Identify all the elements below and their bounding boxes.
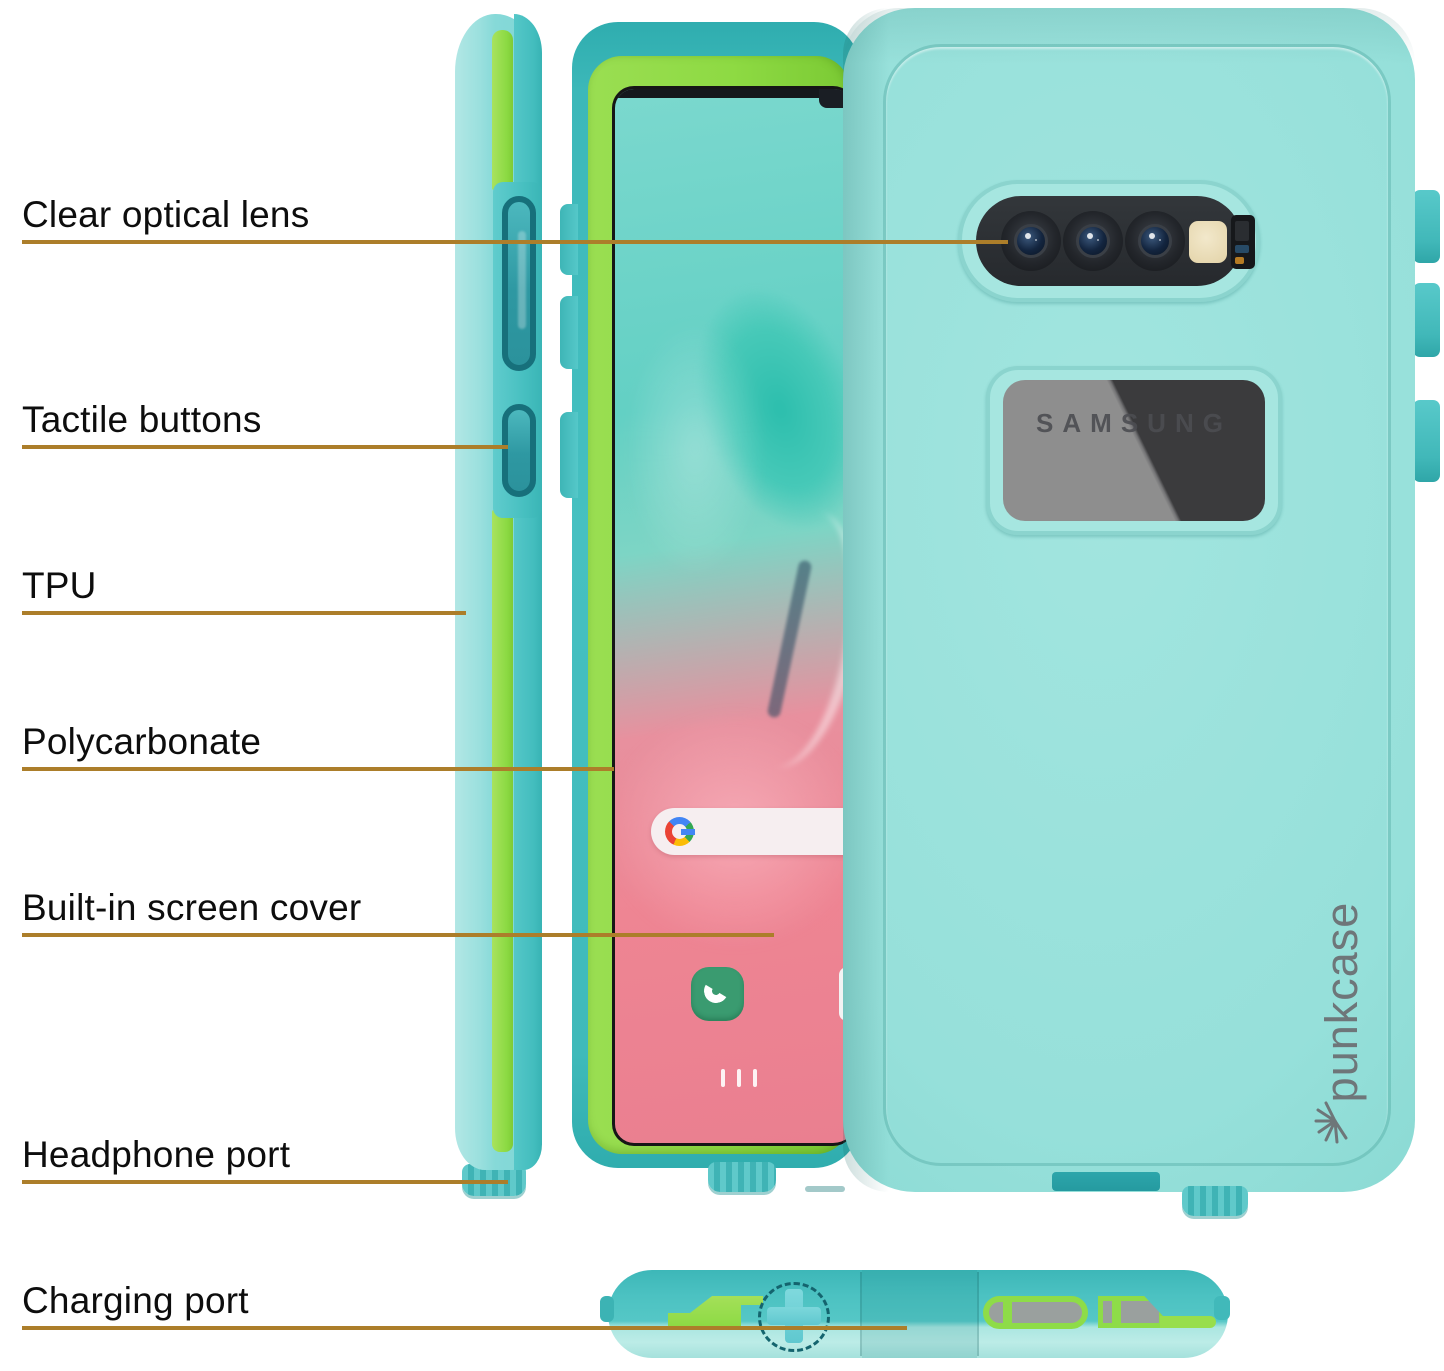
- back-headphone-plug: [1182, 1186, 1248, 1216]
- bottom-left-nub: [600, 1296, 614, 1322]
- camera-lens-1: [1001, 211, 1061, 271]
- case-front-view: [560, 22, 860, 1192]
- feature-label-tpu: TPU: [22, 565, 97, 606]
- camera-flash: [1189, 215, 1255, 269]
- logo-window-glass: SAMSUNG: [1003, 380, 1265, 521]
- recents-bars-icon: [721, 1069, 757, 1087]
- front-volume-up-tab: [560, 204, 578, 275]
- volume-button: [502, 196, 536, 371]
- front-bottom-seam: [805, 1186, 845, 1192]
- feature-label-headphone-port: Headphone port: [22, 1134, 291, 1175]
- feature-label-built-in-screen-cover: Built-in screen cover: [22, 887, 362, 928]
- screw-dashed-circle: [758, 1282, 830, 1352]
- case-side-view: [455, 14, 542, 1170]
- camera-lens-2: [1063, 211, 1123, 271]
- back-bottom-tab: [1052, 1172, 1160, 1191]
- bottom-seam-1: [860, 1272, 862, 1356]
- wallpaper-highlight: [625, 319, 765, 579]
- phone-app-icon: [691, 967, 744, 1021]
- camera-bezel: [958, 180, 1260, 302]
- sunburst-icon: [1314, 1101, 1348, 1144]
- front-volume-down-tab: [560, 296, 578, 369]
- front-power-tab: [560, 412, 578, 498]
- leader-line-charging-port: [22, 1326, 907, 1330]
- case-bottom-view: [600, 1270, 1230, 1358]
- samsung-logo-text: SAMSUNG: [1036, 408, 1232, 438]
- leader-line-polycarbonate: [22, 767, 614, 771]
- power-button: [502, 404, 536, 497]
- camera-lens-window: [976, 196, 1255, 286]
- side-lime-stripe-top: [492, 30, 513, 190]
- leader-line-headphone-port: [22, 1180, 508, 1184]
- feature-label-charging-port: Charging port: [22, 1280, 249, 1321]
- leader-line-tactile-buttons: [22, 445, 508, 449]
- feature-label-polycarbonate: Polycarbonate: [22, 721, 262, 762]
- google-g-icon: [665, 817, 695, 846]
- leader-line-tpu: [22, 611, 466, 615]
- back-side-button-3: [1413, 400, 1440, 482]
- bottom-seam-2: [977, 1272, 979, 1356]
- bottom-lime-wedge: [668, 1296, 763, 1328]
- front-charging-plug: [708, 1162, 776, 1192]
- phone-screen: [612, 86, 855, 1146]
- bottom-right-nub: [1214, 1296, 1230, 1320]
- back-inset-groove: [883, 44, 1391, 1166]
- logo-window-bezel: SAMSUNG: [986, 366, 1282, 535]
- bottom-middle-section: [862, 1270, 977, 1358]
- leader-line-clear-optical-lens: [22, 240, 1008, 244]
- speaker-grille: [983, 1296, 1088, 1329]
- bottom-lime-stripe: [1160, 1316, 1216, 1328]
- screw-cross-icon: [767, 1307, 821, 1325]
- google-search-bar: [651, 808, 855, 855]
- screen-top-border: [615, 89, 855, 98]
- side-lime-stripe-bottom: [492, 510, 513, 1152]
- back-side-button-1: [1413, 190, 1440, 263]
- back-left-shading: [843, 8, 889, 1192]
- case-back-view: SAMSUNG: [843, 8, 1415, 1216]
- leader-line-built-in-screen-cover: [22, 933, 774, 937]
- side-button-plate: [493, 182, 542, 518]
- camera-lens-3: [1125, 211, 1185, 271]
- button-highlight: [518, 231, 526, 330]
- feature-label-tactile-buttons: Tactile buttons: [22, 399, 262, 440]
- charging-port-cover: [1098, 1296, 1164, 1328]
- back-side-button-2: [1413, 283, 1440, 357]
- feature-label-clear-optical-lens: Clear optical lens: [22, 194, 310, 235]
- camera-sensor: [1231, 215, 1255, 269]
- handset-glyph-icon: [701, 976, 731, 1006]
